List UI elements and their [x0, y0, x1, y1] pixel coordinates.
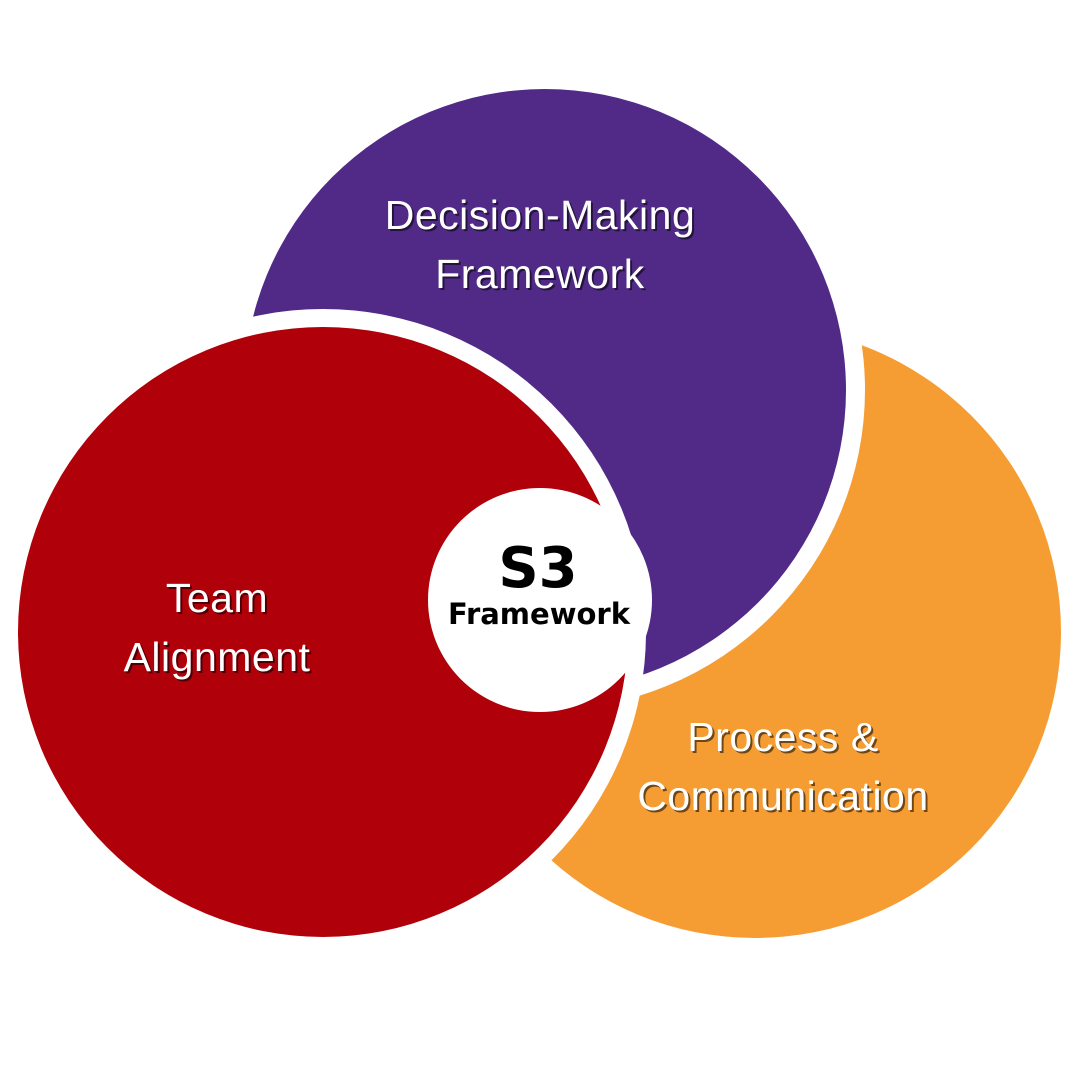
- svg-text:Team: Team: [168, 577, 270, 623]
- decision-making-line-1: Decision-Making: [385, 192, 696, 238]
- process-communication-label: Process & Process & Communication Commun…: [637, 714, 930, 821]
- process-communication-line-1: Process &: [687, 714, 878, 760]
- svg-text:Process &: Process &: [689, 716, 880, 762]
- team-alignment-line-2: Alignment: [124, 634, 311, 680]
- svg-text:Alignment: Alignment: [126, 636, 313, 682]
- decision-making-line-2: Framework: [435, 251, 645, 297]
- center-region: [428, 488, 652, 712]
- team-alignment-label: Team Team Alignment Alignment: [124, 575, 313, 682]
- decision-making-label: Decision-Making Decision-Making Framewor…: [385, 192, 698, 299]
- team-alignment-line-1: Team: [166, 575, 268, 621]
- process-communication-line-2: Communication: [637, 773, 928, 819]
- center-title: S3: [498, 536, 577, 601]
- svg-text:Decision-Making: Decision-Making: [387, 194, 698, 240]
- center-subtitle: Framework: [448, 597, 631, 631]
- team-alignment-circle: [18, 327, 628, 937]
- svg-text:Framework: Framework: [437, 253, 647, 299]
- svg-text:Communication: Communication: [639, 775, 930, 821]
